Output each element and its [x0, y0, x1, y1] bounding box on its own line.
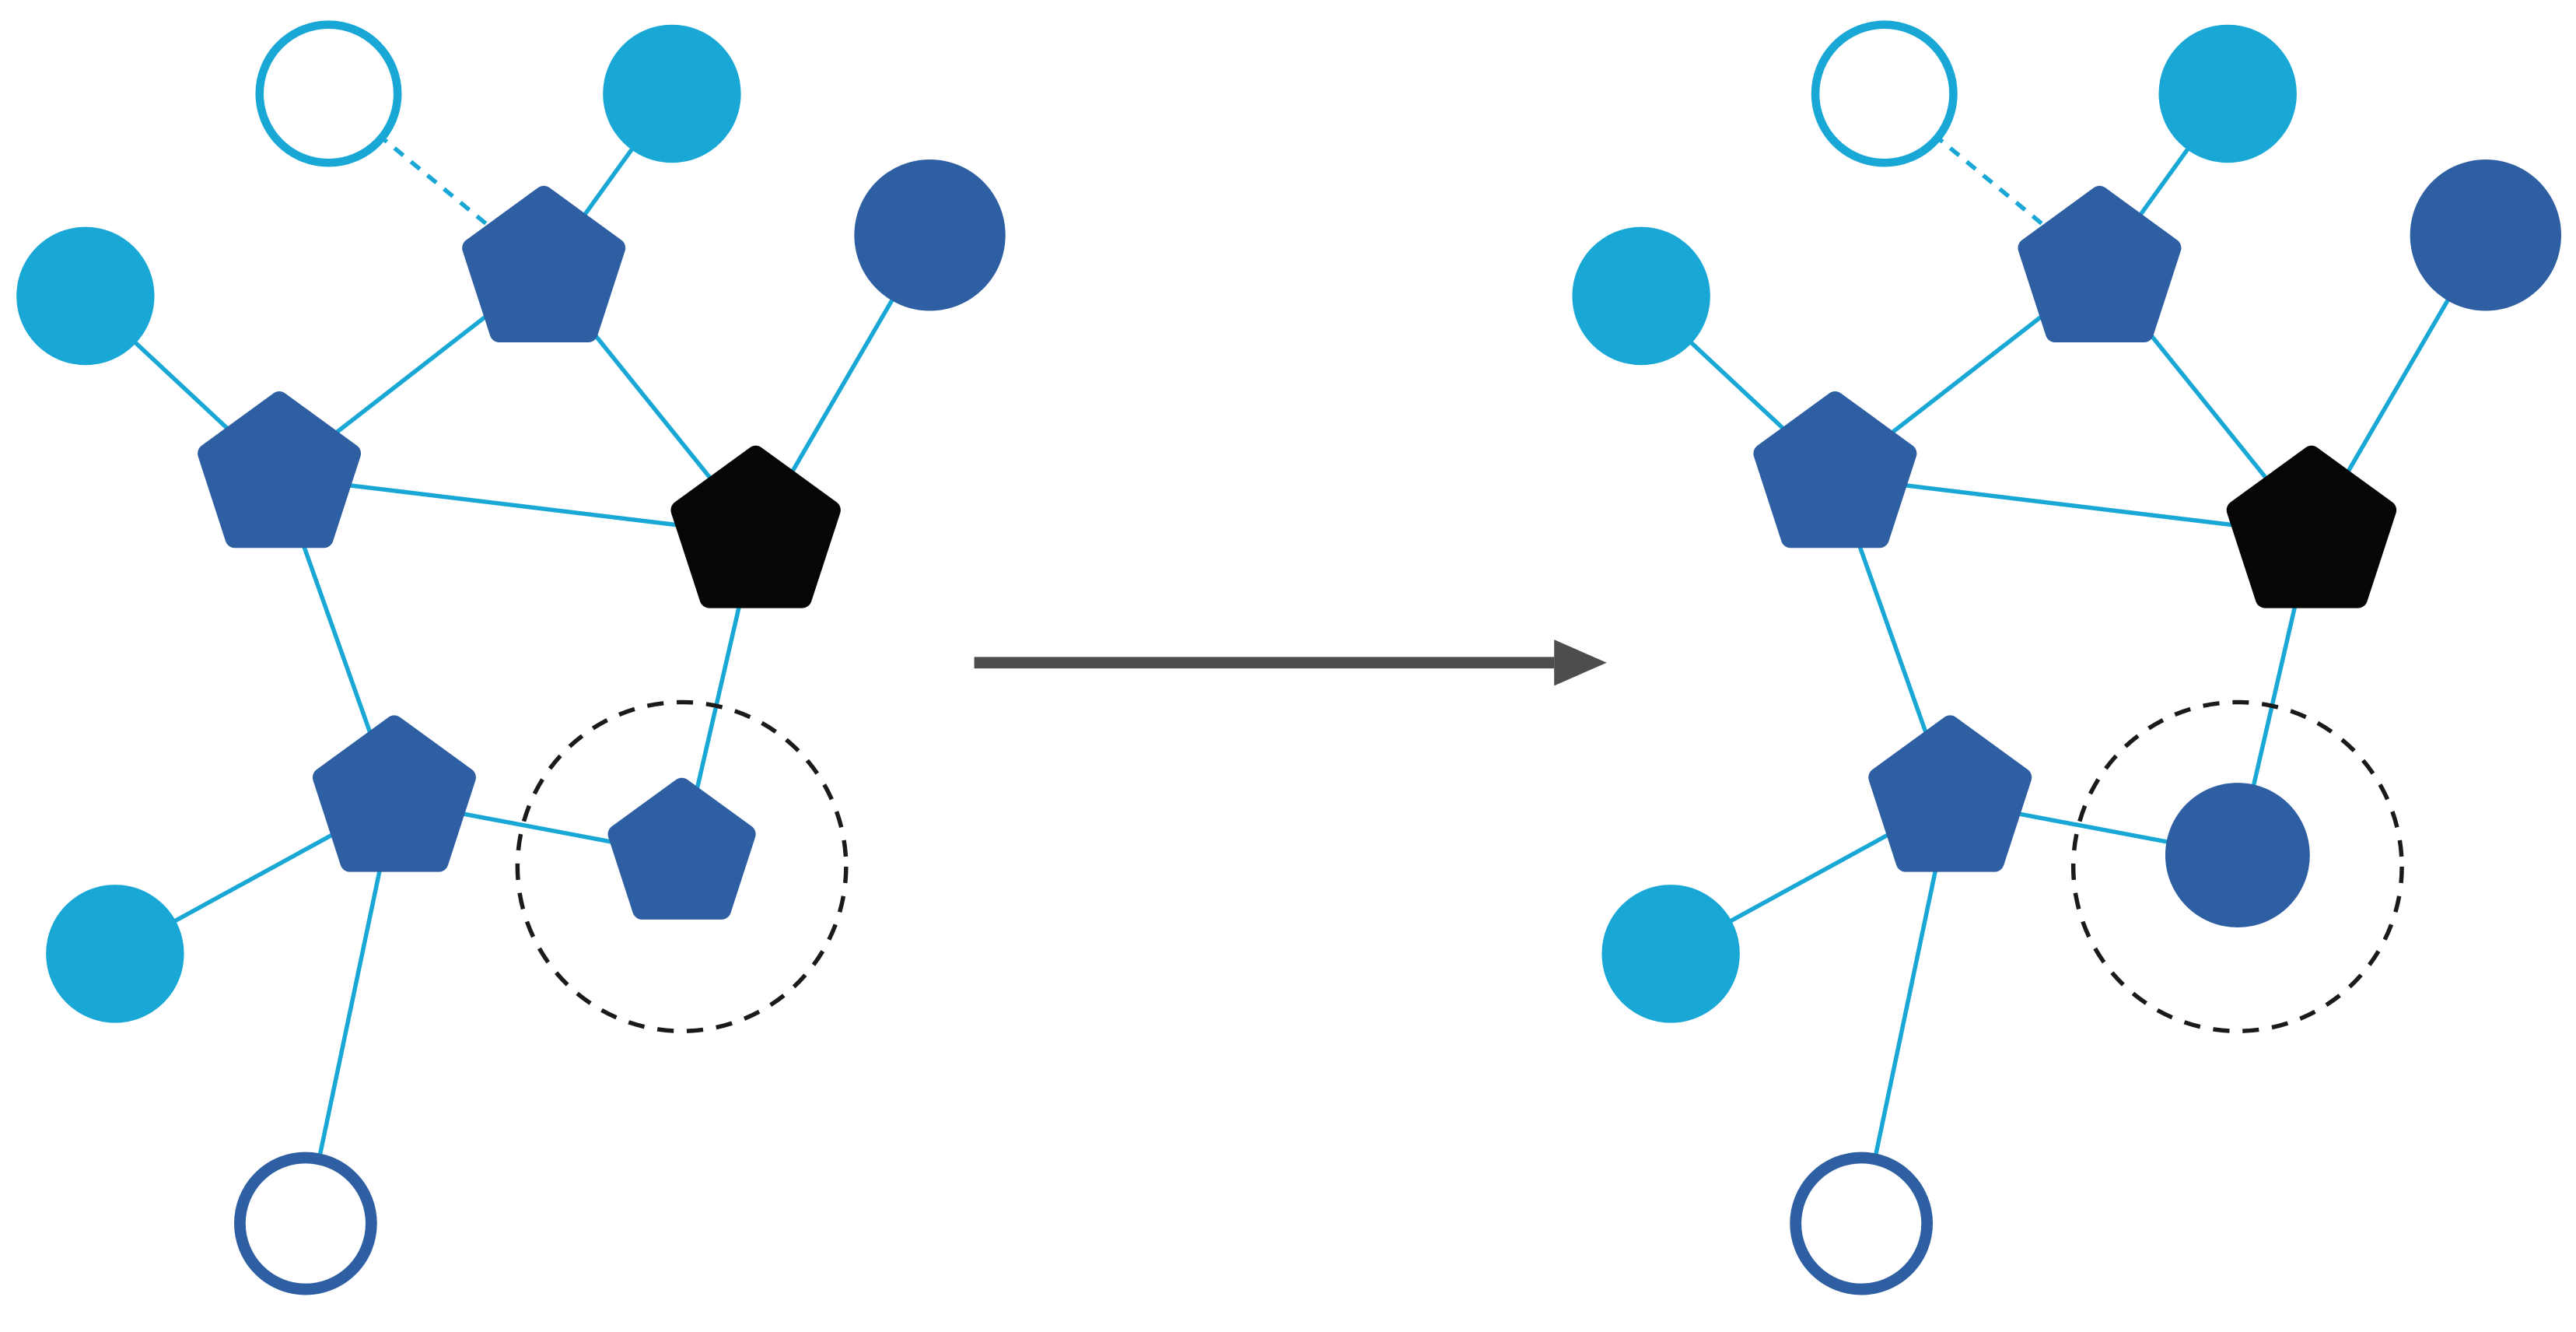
transform-arrow-head: [1554, 640, 1607, 686]
circle-outline-darkblue-node: [1790, 1151, 1934, 1295]
circle-darkblue-right-node: [2410, 159, 2561, 311]
pentagon-darkblue-top-node: [462, 185, 626, 343]
circle-cyan-bottom-node: [1601, 885, 1740, 1023]
transform-arrow: [974, 640, 1607, 686]
pentagon-darkblue-highlighted-node: [607, 777, 756, 920]
circle-cyan-left-node: [1572, 226, 1710, 366]
pentagon-darkblue-mid-node: [1753, 391, 1917, 549]
circle-cyan-left-node: [16, 226, 155, 366]
pentagon-black-hub-node: [670, 445, 841, 608]
circle-cyan-bottom-node: [46, 885, 184, 1023]
circle-outline-cyan-node: [255, 20, 402, 167]
graph-before: [16, 20, 1006, 1295]
circle-darkblue-highlighted-node: [2165, 783, 2310, 928]
highlight-dashed-circle: [2070, 699, 2404, 1033]
highlight-dashed-circle: [515, 699, 849, 1033]
pentagon-darkblue-lower-node: [1868, 715, 2032, 872]
pentagon-darkblue-mid-node: [198, 391, 362, 549]
graph-after: [1572, 20, 2561, 1295]
circle-cyan-top-node: [2158, 24, 2297, 163]
circle-cyan-top-node: [603, 24, 741, 163]
circle-outline-cyan-node: [1811, 20, 1958, 167]
circle-outline-darkblue-node: [233, 1151, 377, 1295]
pentagon-darkblue-lower-node: [312, 715, 476, 872]
pentagon-darkblue-top-node: [2018, 185, 2182, 343]
pentagon-black-hub-node: [2226, 445, 2397, 608]
circle-darkblue-right-node: [854, 159, 1006, 311]
